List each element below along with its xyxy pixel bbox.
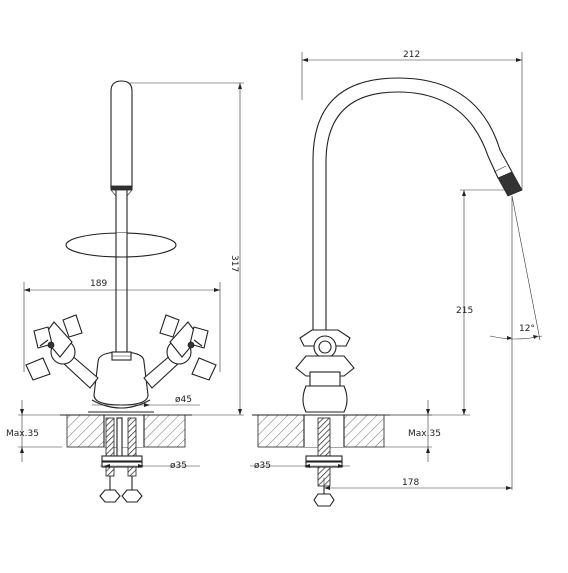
side-hole-dimension: ø35 (250, 461, 350, 471)
side-supply-hose (305, 417, 343, 507)
front-height-dimension: 317 (130, 82, 244, 416)
side-hole-label: ø35 (254, 461, 271, 471)
front-counter-dimension: Max.35 (6, 400, 62, 462)
side-gooseneck-spout (312, 77, 523, 340)
front-hole-dimension: ø35 (100, 461, 200, 471)
front-supply-hoses (99, 417, 143, 503)
front-width-label: 189 (90, 279, 107, 289)
side-reach-dimension: 212 (301, 50, 523, 190)
front-width-dimension: 189 (23, 279, 221, 372)
side-angle-dimension: 12° (489, 195, 543, 490)
side-base-reach-dimension: 178 (323, 478, 512, 492)
side-base-reach-label: 178 (402, 478, 419, 488)
front-body (88, 351, 154, 413)
side-reach-label: 212 (403, 50, 420, 60)
front-height-label: 317 (229, 255, 239, 272)
front-right-valve (143, 314, 217, 389)
front-diameter-dimension: ø45 (92, 395, 200, 407)
front-counter-label: Max.35 (6, 429, 39, 439)
side-handle (295, 329, 355, 416)
side-spout-height-dimension: 215 (380, 189, 510, 416)
side-counter-label: Max.35 (408, 429, 441, 439)
front-left-valve (25, 314, 99, 389)
front-diameter-label: ø45 (175, 395, 192, 405)
front-hole-label: ø35 (170, 461, 187, 471)
side-spout-height-label: 215 (456, 306, 473, 316)
side-view: 212 215 12° ø35 (250, 50, 543, 507)
front-view: 317 189 ø45 ø35 Max.35 (6, 80, 244, 503)
side-angle-label: 12° (519, 324, 535, 334)
front-countertop (60, 414, 192, 448)
front-spout (110, 80, 133, 358)
side-counter-dimension: Max.35 (384, 400, 441, 462)
